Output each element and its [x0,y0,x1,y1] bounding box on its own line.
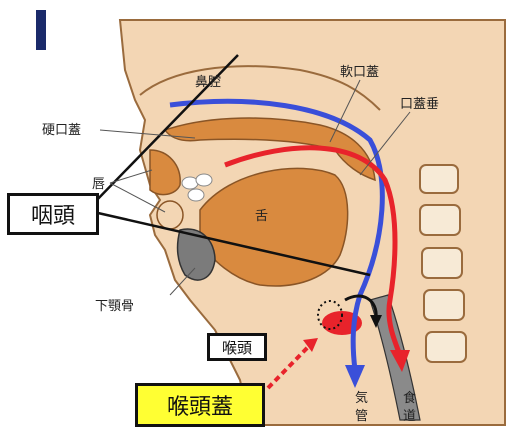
larynx-box: 喉頭 [207,333,267,361]
pharynx-box: 咽頭 [7,193,99,235]
trachea-label-2: 管 [355,409,368,424]
tooth [188,189,204,201]
tooth [196,174,212,186]
hard-palate-label: 硬口蓋 [42,123,81,138]
epiglottis-box: 喉頭蓋 [135,383,265,427]
nasal-cavity-label: 鼻腔 [195,74,221,90]
esophagus-label-1: 食 [403,390,416,406]
corner-mark [36,10,46,50]
soft-palate-label: 軟口蓋 [340,64,379,80]
lower-lip [157,201,183,229]
lips-label: 唇 [92,177,105,192]
tooth [182,177,198,189]
trachea-label-1: 気 [355,390,368,406]
mandible-label: 下顎骨 [95,299,134,314]
esophagus-label-2: 道 [403,409,416,424]
tongue-label: 舌 [255,209,268,224]
uvula-label: 口蓋垂 [400,97,439,112]
